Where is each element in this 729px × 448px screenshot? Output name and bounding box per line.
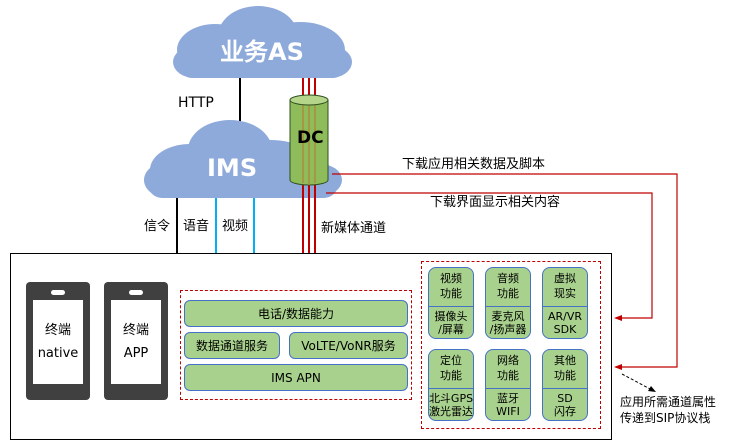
functions-group: [421, 261, 601, 429]
function-detail: 蓝牙 WIFI NFC: [496, 391, 520, 420]
terminal-label: 终端: [44, 323, 71, 338]
function-cell: 音频 功能麦克风 /扬声器: [485, 267, 531, 339]
function-divider: [429, 387, 473, 389]
ims-label: IMS: [207, 154, 258, 182]
function-divider: [486, 387, 530, 389]
terminal-type: native: [37, 346, 79, 361]
business-as-cloud: [173, 6, 352, 78]
terminal-app-phone: 终端 APP: [104, 282, 168, 400]
http-label: HTTP: [178, 95, 214, 111]
voice-label: 语音: [183, 219, 210, 234]
function-detail: 北斗GPS 激光雷达: [428, 391, 474, 419]
terminal-label: 终端: [122, 323, 149, 338]
download-app-data-label: 下载应用相关数据及脚本: [402, 157, 546, 172]
phone-screen: 终端 APP: [111, 300, 161, 384]
function-title: 视频 功能: [440, 272, 462, 300]
function-detail: SD 闪存 ...: [554, 391, 576, 420]
function-divider: [429, 305, 473, 307]
function-title: 网络 功能: [497, 354, 519, 382]
capabilities-group: [180, 290, 412, 400]
function-title: 虚拟 现实: [554, 272, 576, 300]
business-as-label: 业务AS: [220, 38, 304, 66]
volte-vonr-service: VoLTE/VoNR服务: [289, 332, 408, 359]
speaker-icon: [129, 290, 143, 295]
download-ui-content-arrow: [326, 192, 653, 319]
function-cell: 视频 功能摄像头 /屏幕: [428, 267, 474, 339]
function-detail: 麦克风 /扬声器: [489, 309, 527, 337]
function-title: 定位 功能: [440, 354, 462, 382]
function-divider: [543, 305, 587, 307]
function-divider: [486, 305, 530, 307]
function-cell: 定位 功能北斗GPS 激光雷达: [428, 349, 474, 421]
download-app-data-arrow: [332, 173, 678, 368]
phone-screen: 终端 native: [33, 300, 83, 384]
dc-label: DC: [297, 128, 324, 148]
new-media-channel-label: 新媒体通道: [321, 221, 387, 236]
function-title: 其他 功能: [554, 354, 576, 382]
function-cell: 虚拟 现实 AR/VR SDK: [542, 267, 588, 339]
sip-note-arrow: [621, 373, 653, 391]
function-cell: 其他 功能 SD 闪存 ...: [542, 349, 588, 421]
terminal-native-phone: 终端 native: [26, 282, 90, 400]
signaling-label: 信令: [144, 219, 171, 234]
terminal-type: APP: [123, 346, 149, 361]
ims-apn: IMS APN: [184, 364, 408, 391]
phone-data-capability: 电话/数据能力: [184, 300, 408, 327]
speaker-icon: [51, 290, 65, 295]
data-channel-service: 数据通道服务: [184, 332, 280, 359]
function-title: 音频 功能: [497, 272, 519, 300]
function-detail: 摄像头 /屏幕: [434, 309, 468, 337]
sip-note-line1: 应用所需通道属性: [620, 395, 717, 409]
sip-note-line2: 传递到SIP协议栈: [620, 411, 711, 425]
function-divider: [543, 387, 587, 389]
function-detail: AR/VR SDK: [547, 309, 583, 337]
video-label: 视频: [222, 219, 249, 234]
dc-cylinder: [289, 94, 329, 186]
download-ui-content-label: 下载界面显示相关内容: [430, 195, 561, 210]
